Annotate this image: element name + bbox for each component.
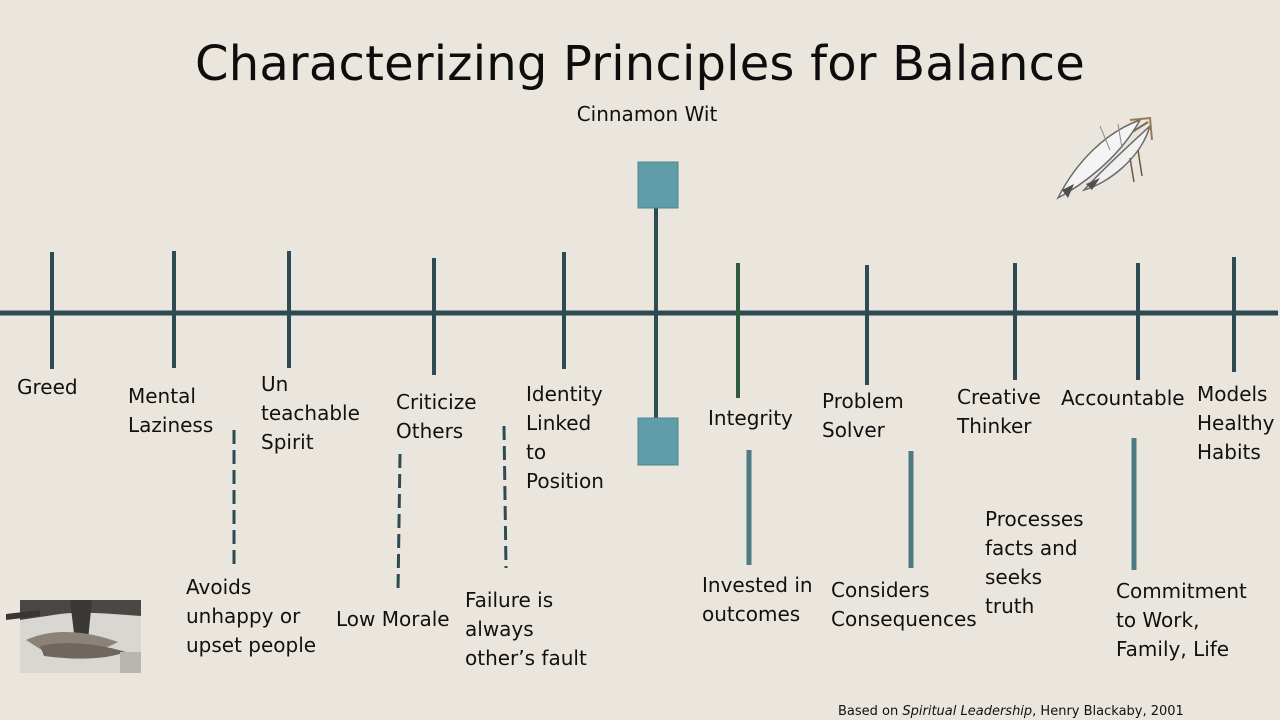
label-line: upset people: [186, 633, 317, 657]
label-line: Greed: [17, 375, 78, 399]
citation: Based on Spiritual Leadership, Henry Bla…: [838, 704, 1184, 719]
label-unteachable-spirit: Un teachable Spirit: [261, 370, 360, 457]
label-line: outcomes: [702, 602, 801, 626]
label-accountable: Accountable: [1061, 384, 1185, 413]
label-line: Habits: [1197, 440, 1261, 464]
slide-subtitle: Cinnamon Wit: [576, 102, 718, 126]
label-line: to: [526, 440, 547, 464]
citation-suffix: , Henry Blackaby, 2001: [1032, 704, 1184, 719]
label-line: Others: [396, 419, 464, 443]
label-line: Criticize: [396, 390, 477, 414]
label-integrity: Integrity: [708, 404, 793, 433]
label-line: Identity: [526, 382, 603, 406]
label-greed: Greed: [17, 373, 78, 402]
label-line: other’s fault: [465, 646, 587, 670]
label-line: Laziness: [128, 413, 214, 437]
citation-book: Spiritual Leadership: [902, 704, 1033, 719]
label-invested-outcomes: Invested in outcomes: [702, 571, 813, 629]
label-problem-solver: Problem Solver: [822, 387, 904, 445]
label-line: Thinker: [957, 414, 1032, 438]
label-commitment: Commitment to Work, Family, Life: [1116, 577, 1247, 664]
label-line: Accountable: [1061, 386, 1185, 410]
label-line: Models: [1197, 382, 1268, 406]
label-low-morale: Low Morale: [336, 605, 450, 634]
label-line: to Work,: [1116, 608, 1200, 632]
label-line: facts and: [985, 536, 1078, 560]
balance-square-bottom: [637, 417, 679, 466]
label-line: Position: [526, 469, 604, 493]
connector-failure: [502, 425, 508, 569]
slide-title: Characterizing Principles for Balance: [194, 36, 1085, 92]
label-avoids-unhappy: Avoids unhappy or upset people: [186, 573, 316, 660]
label-line: Un: [261, 372, 289, 396]
label-failure-fault: Failure is always other’s fault: [465, 586, 587, 673]
label-line: Integrity: [708, 406, 793, 430]
label-line: unhappy or: [186, 604, 301, 628]
label-models-healthy-habits: Models Healthy Habits: [1197, 380, 1275, 467]
label-mental-laziness: Mental Laziness: [128, 382, 213, 440]
citation-prefix: Based on: [838, 704, 903, 719]
label-line: Family, Life: [1116, 637, 1230, 661]
label-line: teachable: [261, 401, 360, 425]
label-creative-thinker: Creative Thinker: [957, 383, 1041, 441]
label-line: seeks: [985, 565, 1043, 589]
label-line: Processes: [985, 507, 1084, 531]
label-line: Considers: [831, 578, 930, 602]
label-line: Low Morale: [336, 607, 450, 631]
label-line: Invested in: [702, 573, 813, 597]
label-line: always: [465, 617, 534, 641]
label-line: Problem: [822, 389, 904, 413]
label-line: Healthy: [1197, 411, 1275, 435]
label-identity-linked: Identity Linked to Position: [526, 380, 604, 496]
connector-low-morale: [396, 453, 402, 593]
label-line: Avoids: [186, 575, 252, 599]
label-line: Linked: [526, 411, 592, 435]
label-line: Spirit: [261, 430, 314, 454]
hands-photo: [6, 600, 141, 673]
label-processes-facts: Processes facts and seeks truth: [985, 505, 1084, 621]
feather-icon: [1056, 116, 1153, 200]
balance-square-top: [637, 161, 679, 209]
label-considers-consequences: Considers Consequences: [831, 576, 977, 634]
label-line: Mental: [128, 384, 196, 408]
label-line: Commitment: [1116, 579, 1247, 603]
label-line: Consequences: [831, 607, 977, 631]
label-line: truth: [985, 594, 1035, 618]
label-line: Solver: [822, 418, 885, 442]
label-line: Failure is: [465, 588, 554, 612]
label-criticize-others: Criticize Others: [396, 388, 477, 446]
label-line: Creative: [957, 385, 1041, 409]
